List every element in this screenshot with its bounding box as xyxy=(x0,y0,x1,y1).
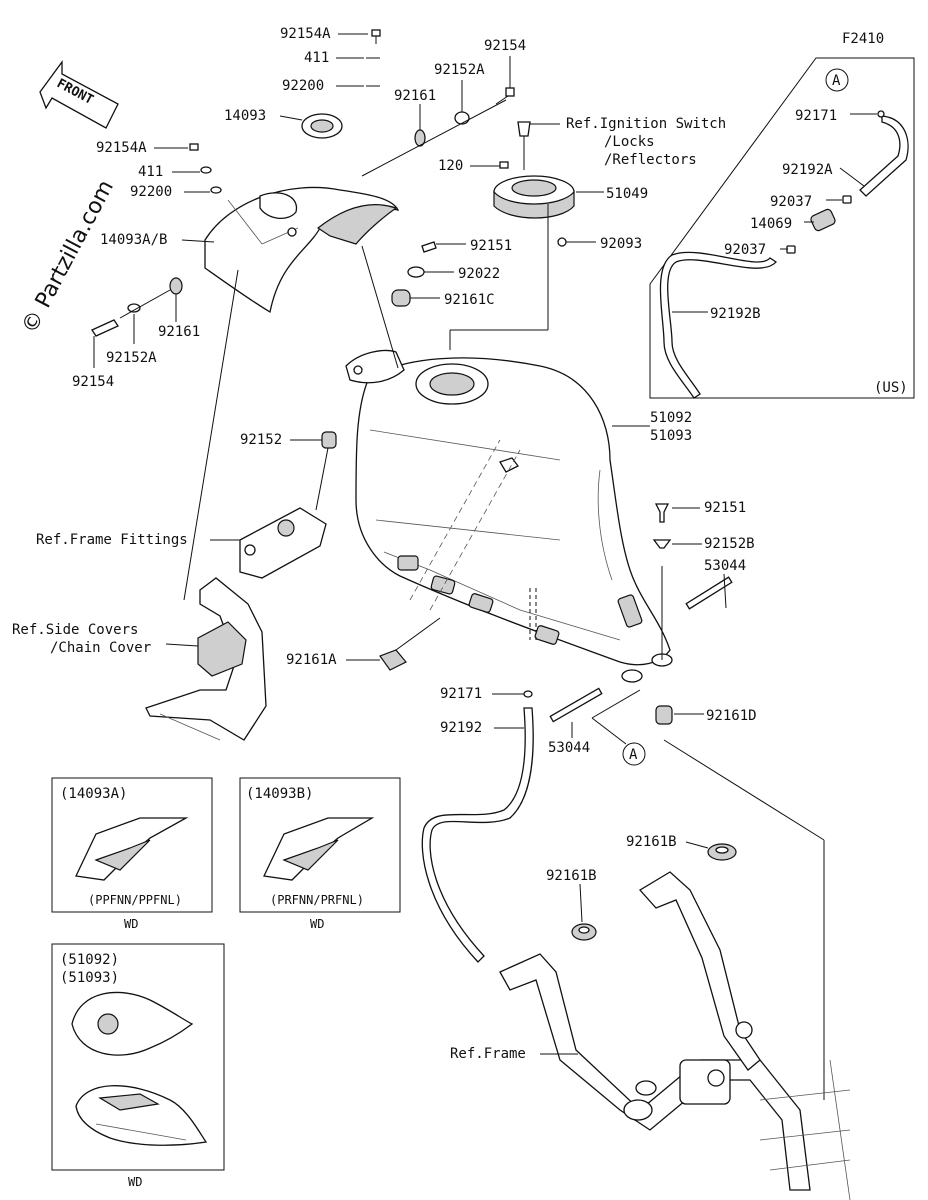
grommet-92152: 92152 xyxy=(240,431,337,511)
variant-tank-market: WD xyxy=(128,1175,142,1189)
label-120: 120 xyxy=(438,158,463,174)
fuel-pump-cluster: Ref.Ignition Switch /Locks /Reflectors 1… xyxy=(391,116,726,350)
label-92154-top: 92154 xyxy=(484,38,526,54)
label-92200-top: 92200 xyxy=(282,78,324,94)
label-51049: 51049 xyxy=(606,186,648,202)
label-92161-left: 92161 xyxy=(158,324,200,340)
label-14093: 14093 xyxy=(224,108,266,124)
label-92171: 92171 xyxy=(440,686,482,702)
label-92154a-top: 92154A xyxy=(280,26,331,42)
side-cover: Ref.Side Covers /Chain Cover xyxy=(12,577,267,741)
label-53044-right: 53044 xyxy=(704,558,746,574)
label-92154a-left: 92154A xyxy=(96,140,147,156)
label-ref-ignition-3: /Reflectors xyxy=(604,152,697,168)
label-ref-frame-fittings: Ref.Frame Fittings xyxy=(36,532,188,548)
label-92161d: 92161D xyxy=(706,708,757,724)
top-fasteners: 92154A 411 92200 92154 92152A 92161 1409… xyxy=(224,26,526,177)
inset-circle-a: A xyxy=(832,73,841,89)
label-inset-92192a: 92192A xyxy=(782,162,833,178)
right-fasteners: 92151 92152B 53044 92161D xyxy=(652,500,825,1100)
us-inset-box: A (US) 92171 92192A 92037 14069 92037 92… xyxy=(649,57,915,399)
label-51093: 51093 xyxy=(650,428,692,444)
label-92152a-top: 92152A xyxy=(434,62,485,78)
variant-14093a-codes: (PPFNN/PPFNL) xyxy=(88,893,182,907)
label-92151-top: 92151 xyxy=(470,238,512,254)
tank-shroud: 92154A 411 92200 14093A/B 92161 92152A 9… xyxy=(72,140,400,390)
inset-region-us: (US) xyxy=(874,380,908,396)
label-inset-92037-b: 92037 xyxy=(724,242,766,258)
label-92154-left: 92154 xyxy=(72,374,114,390)
label-92161-top: 92161 xyxy=(394,88,436,104)
variant-box-14093a: (14093A) (PPFNN/PPFNL) WD xyxy=(51,777,213,931)
label-92161c: 92161C xyxy=(444,292,495,308)
leader-shroud-tank xyxy=(361,245,399,369)
label-92161b-right: 92161B xyxy=(626,834,677,850)
label-inset-14069: 14069 xyxy=(750,216,792,232)
label-92152: 92152 xyxy=(240,432,282,448)
variant-14093b-part: (14093B) xyxy=(246,786,313,802)
label-92200-left: 92200 xyxy=(130,184,172,200)
variant-14093a-part: (14093A) xyxy=(60,786,127,802)
label-ref-ignition-1: Ref.Ignition Switch xyxy=(566,116,726,132)
variant-14093b-codes: (PRFNN/PRFNL) xyxy=(270,893,364,907)
label-51092: 51092 xyxy=(650,410,692,426)
drain-hoses: A 92171 92192 53044 xyxy=(421,588,646,963)
variant-14093b-market: WD xyxy=(310,917,324,931)
label-92161b-mid: 92161B xyxy=(546,868,597,884)
label-92152a-left: 92152A xyxy=(106,350,157,366)
label-411-top: 411 xyxy=(304,50,329,66)
label-92093: 92093 xyxy=(600,236,642,252)
label-ref-frame: Ref.Frame xyxy=(450,1046,526,1062)
label-ref-side-covers-1: Ref.Side Covers xyxy=(12,622,138,638)
variant-tank-part-a: (51092) xyxy=(60,952,119,968)
variant-14093a-market: WD xyxy=(124,917,138,931)
label-inset-92171: 92171 xyxy=(795,108,837,124)
label-92152b: 92152B xyxy=(704,536,755,552)
variant-box-tank: (51092) (51093) WD xyxy=(51,943,225,1189)
label-53044-mid: 53044 xyxy=(548,740,590,756)
variant-box-14093b: (14093B) (PRFNN/PRFNL) WD xyxy=(239,777,401,931)
label-92192: 92192 xyxy=(440,720,482,736)
label-ref-ignition-2: /Locks xyxy=(604,134,655,150)
pad-92161a: 92161A xyxy=(286,439,521,671)
label-inset-92037-a: 92037 xyxy=(770,194,812,210)
label-14093ab: 14093A/B xyxy=(100,232,167,248)
fuel-tank: 51092 51093 xyxy=(345,349,692,683)
figure-id: F2410 xyxy=(842,31,884,47)
label-92151-right: 92151 xyxy=(704,500,746,516)
label-92161a: 92161A xyxy=(286,652,337,668)
label-ref-side-covers-2: /Chain Cover xyxy=(50,640,151,656)
label-92022: 92022 xyxy=(458,266,500,282)
leader-shroud-down xyxy=(183,269,239,601)
frame: 92161B 92161B Ref.Frame xyxy=(450,834,851,1200)
main-circle-a: A xyxy=(629,747,638,763)
front-arrow-icon: FRONT xyxy=(39,60,119,129)
label-inset-92192b: 92192B xyxy=(710,306,761,322)
variant-tank-part-b: (51093) xyxy=(60,970,119,986)
frame-fitting: Ref.Frame Fittings xyxy=(36,507,327,579)
watermark: © Partzilla.com xyxy=(17,176,119,338)
label-411-left: 411 xyxy=(138,164,163,180)
